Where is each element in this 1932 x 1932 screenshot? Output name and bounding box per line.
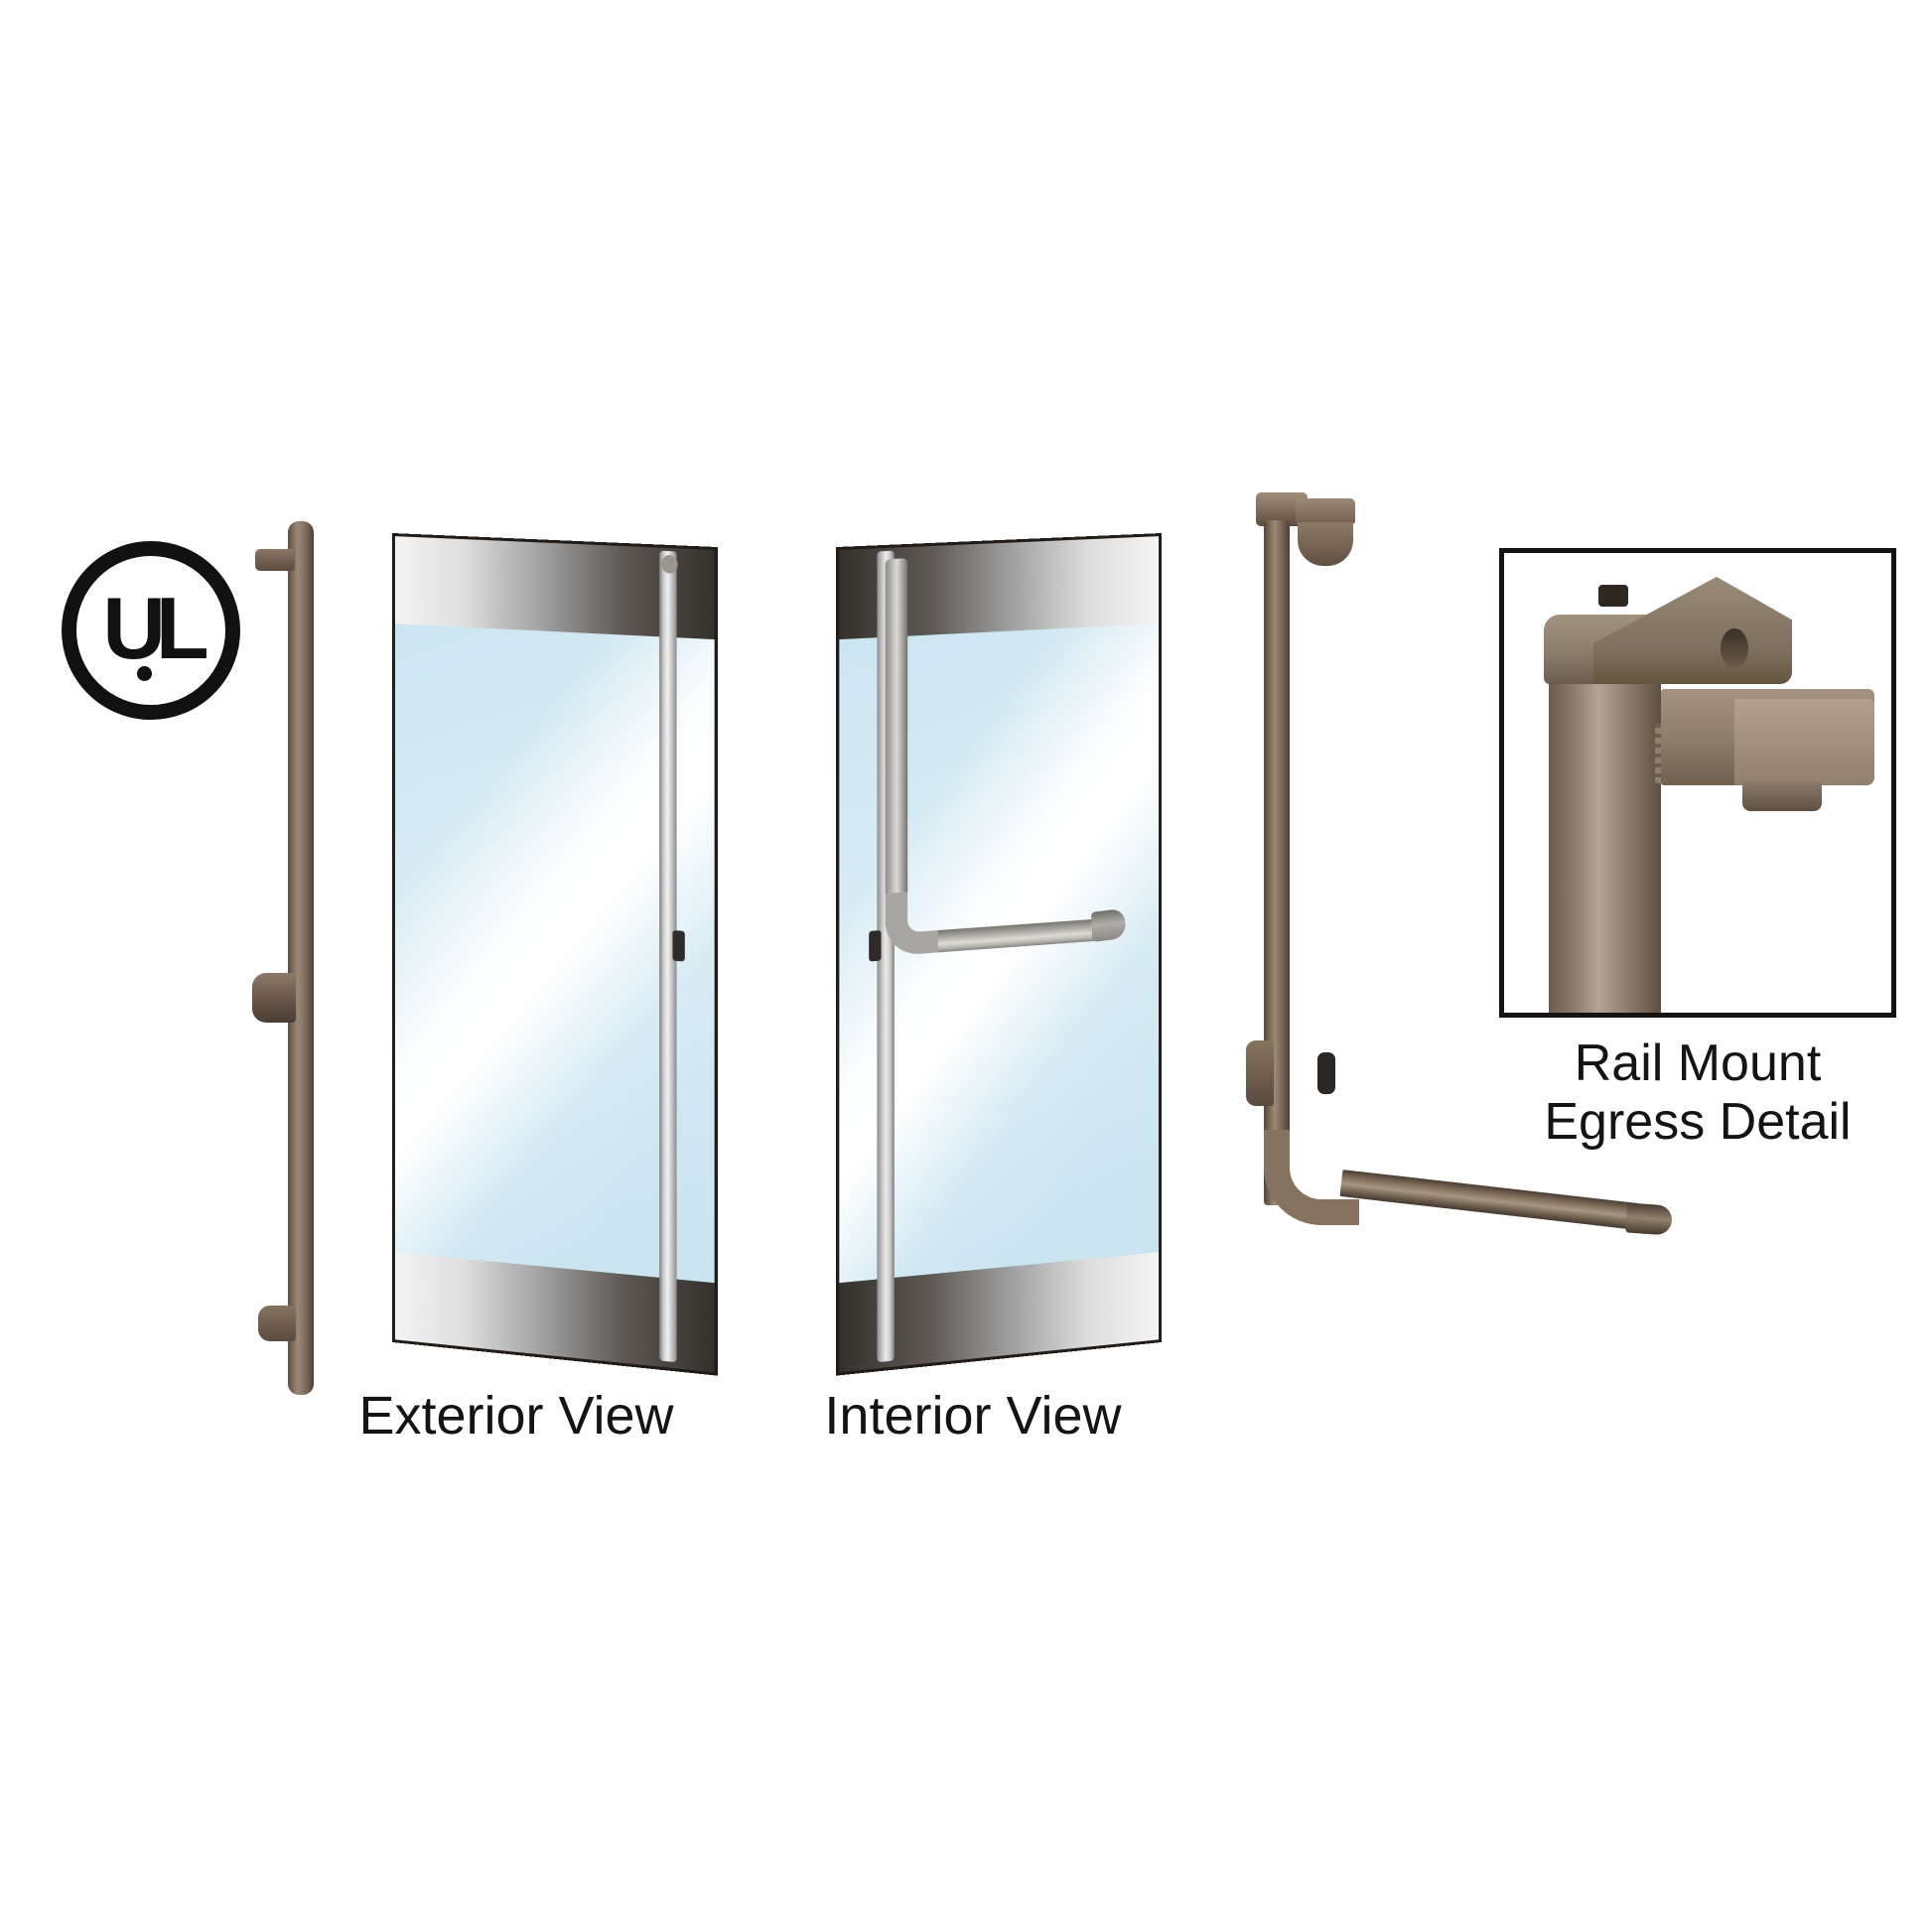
egress-bar-vertical-section bbox=[885, 558, 908, 926]
detail-pivot-hole bbox=[1721, 628, 1748, 668]
standalone-egress-rail bbox=[1246, 484, 1703, 1236]
pull-handle-standoff-middle bbox=[252, 973, 296, 1023]
pull-handle-standoff-top bbox=[255, 549, 295, 571]
caption-detail-line1: Rail Mount bbox=[1574, 1035, 1822, 1092]
ul-listed-mark-icon: UL bbox=[62, 541, 240, 720]
door-panel-interior bbox=[836, 533, 1162, 1376]
exterior-chrome-bar-top-cap bbox=[661, 554, 678, 574]
ul-mark-dot bbox=[137, 666, 152, 681]
interior-chrome-bar-fitting bbox=[869, 929, 882, 962]
detail-mount-boss bbox=[1742, 781, 1822, 811]
bronze-vertical-pull-handle bbox=[252, 521, 314, 1395]
ul-mark-letters: UL bbox=[102, 579, 208, 677]
caption-detail-line2: Egress Detail bbox=[1544, 1092, 1852, 1151]
egress-bar-horizontal-section bbox=[937, 918, 1106, 953]
egress-rail-top-arm bbox=[1296, 498, 1355, 524]
pull-handle-standoff-bottom bbox=[258, 1306, 296, 1341]
pull-handle-rod bbox=[288, 521, 314, 1395]
egress-rail-mid-mounting-tab bbox=[1246, 1040, 1274, 1106]
exterior-chrome-bar-fitting bbox=[672, 929, 685, 962]
detail-mount-block-face bbox=[1734, 699, 1874, 785]
egress-rail-glass-clip bbox=[1317, 1052, 1335, 1094]
egress-rail-foot-end-cap bbox=[1625, 1202, 1673, 1236]
detail-notch bbox=[1598, 585, 1628, 607]
egress-rail-top-shoe bbox=[1298, 522, 1353, 566]
egress-rail-horizontal-foot bbox=[1339, 1170, 1639, 1230]
rail-mount-egress-detail-inset bbox=[1499, 548, 1896, 1018]
detail-post bbox=[1549, 674, 1661, 1013]
caption-rail-mount-egress-detail: Rail Mount Egress Detail bbox=[1469, 1035, 1926, 1152]
door-panel-exterior bbox=[392, 533, 718, 1376]
caption-exterior-view: Exterior View bbox=[358, 1386, 674, 1446]
interior-egress-push-bar bbox=[885, 549, 1127, 969]
caption-interior-view: Interior View bbox=[824, 1386, 1122, 1446]
